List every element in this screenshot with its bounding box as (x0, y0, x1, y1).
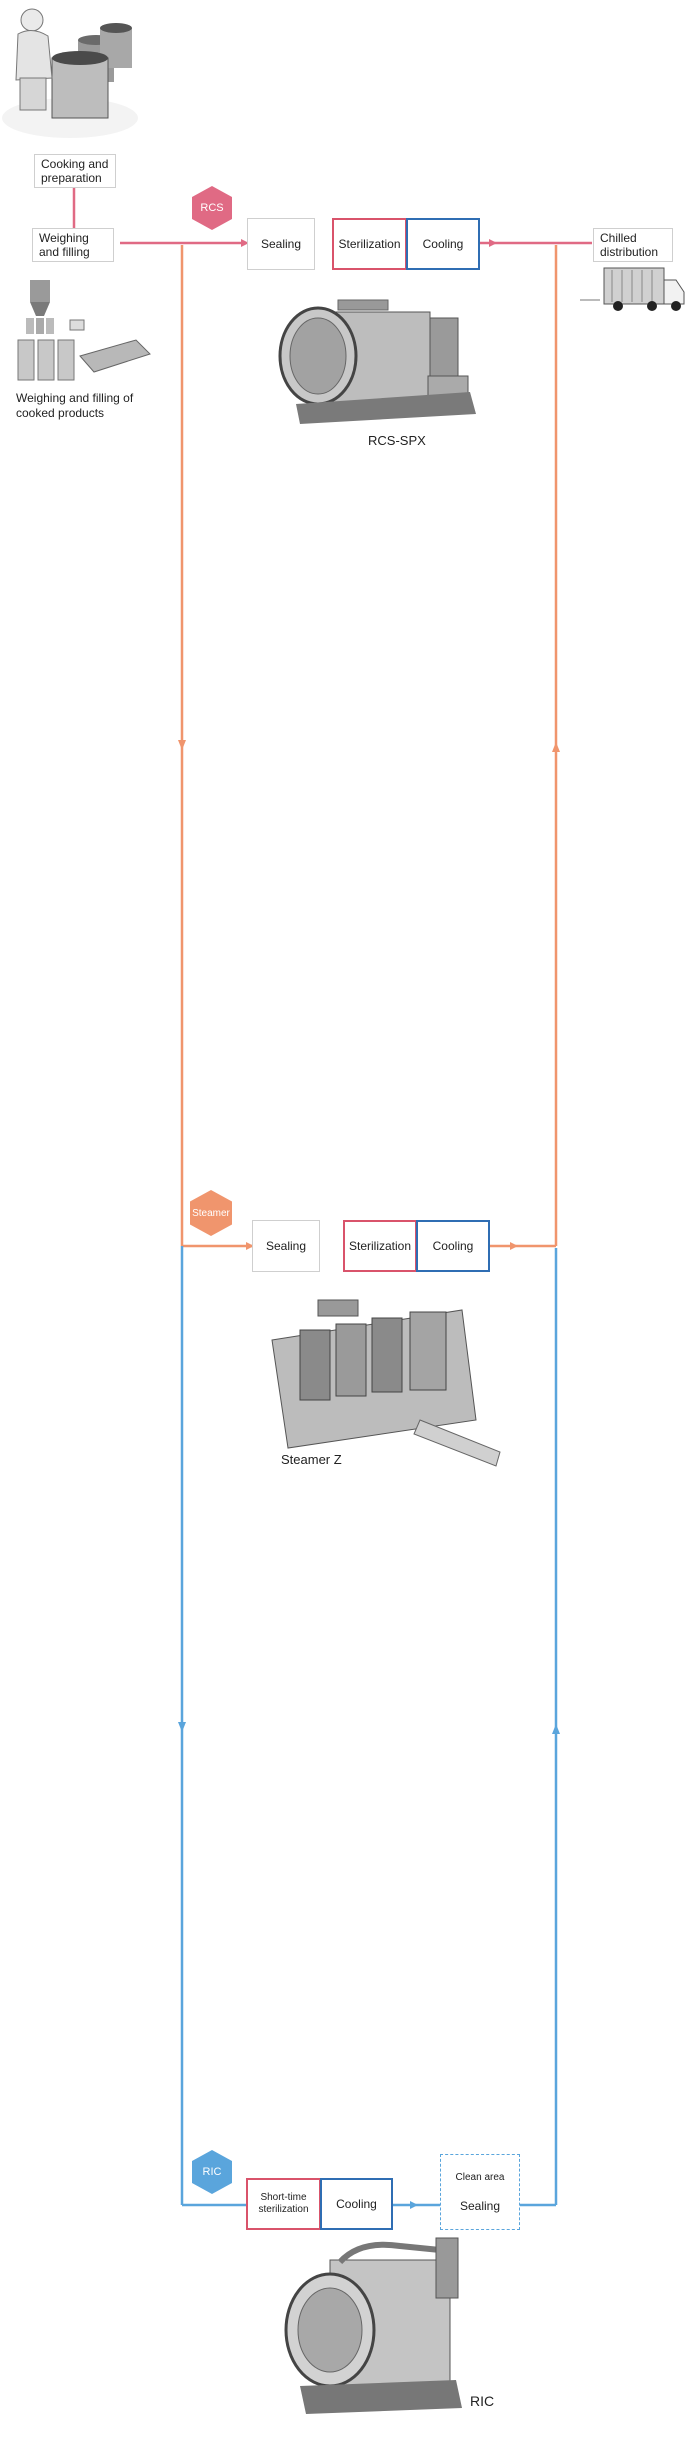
weighing-machine-icon (17, 280, 151, 381)
steamer-badge-label: Steamer (192, 1207, 230, 1219)
chilled-distribution-label: Chilled distribution (600, 231, 659, 259)
steamer-z-machine-icon (271, 1299, 501, 1467)
ric-badge-label: RIC (202, 2166, 222, 2178)
weighing-label: Weighing and filling (39, 231, 90, 259)
ric-arrow-down (178, 1722, 186, 1732)
steamer-machine-caption: Steamer Z (281, 1452, 342, 1467)
ric-machine-icon (284, 2237, 462, 2414)
rcs-arrow-in (241, 239, 249, 247)
weighing-caption: Weighing and filling of cooked products (16, 391, 134, 420)
steamer-sterilization-label: Sterilization (348, 1239, 412, 1253)
weighing-box: Weighing and filling (32, 228, 114, 262)
ric-short-sterilization-label: Short-time sterilization (258, 2192, 309, 2215)
steamer-sterilization-box: Sterilization (343, 1220, 417, 1272)
ric-arrow-up (552, 1724, 560, 1734)
ric-arrow-mid (410, 2201, 418, 2209)
rcs-machine-caption: RCS-SPX (368, 433, 426, 448)
rcs-sealing-box: Sealing (247, 218, 315, 270)
steamer-sealing-label: Sealing (265, 1239, 307, 1253)
rcs-sealing-label: Sealing (260, 237, 302, 251)
ric-clean-area-label: Clean area (455, 2172, 505, 2183)
ric-machine-caption: RIC (470, 2393, 495, 2409)
steamer-cooling-label: Cooling (432, 1239, 474, 1253)
ric-sealing-label: Sealing (459, 2199, 501, 2213)
rcs-cooling-box: Cooling (406, 218, 480, 270)
rcs-sterilization-label: Sterilization (338, 237, 401, 251)
rcs-sterilization-box: Sterilization (332, 218, 407, 270)
truck-icon (580, 267, 685, 311)
chilled-distribution-box: Chilled distribution (593, 228, 673, 262)
steamer-sealing-box: Sealing (252, 1220, 320, 1272)
ric-cooling-box: Cooling (320, 2178, 393, 2230)
ric-clean-area-box: Clean area Sealing (440, 2154, 520, 2230)
rcs-badge-label: RCS (200, 202, 224, 214)
steamer-arrow-in (246, 1242, 254, 1250)
ric-cooling-label: Cooling (336, 2197, 377, 2211)
steamer-arrow-up (552, 742, 560, 752)
ric-short-sterilization-box: Short-time sterilization (246, 2178, 321, 2230)
cooking-box: Cooking and preparation (34, 154, 116, 188)
rcs-spx-machine-icon (278, 299, 476, 424)
rcs-arrow-out (489, 239, 497, 247)
steamer-arrow-down (178, 740, 186, 750)
cooking-label: Cooking and preparation (41, 157, 109, 185)
rcs-cooling-label: Cooling (422, 237, 464, 251)
steamer-arrow-out (510, 1242, 518, 1250)
steamer-cooling-box: Cooling (416, 1220, 490, 1272)
cooking-pots-icon (2, 8, 138, 138)
